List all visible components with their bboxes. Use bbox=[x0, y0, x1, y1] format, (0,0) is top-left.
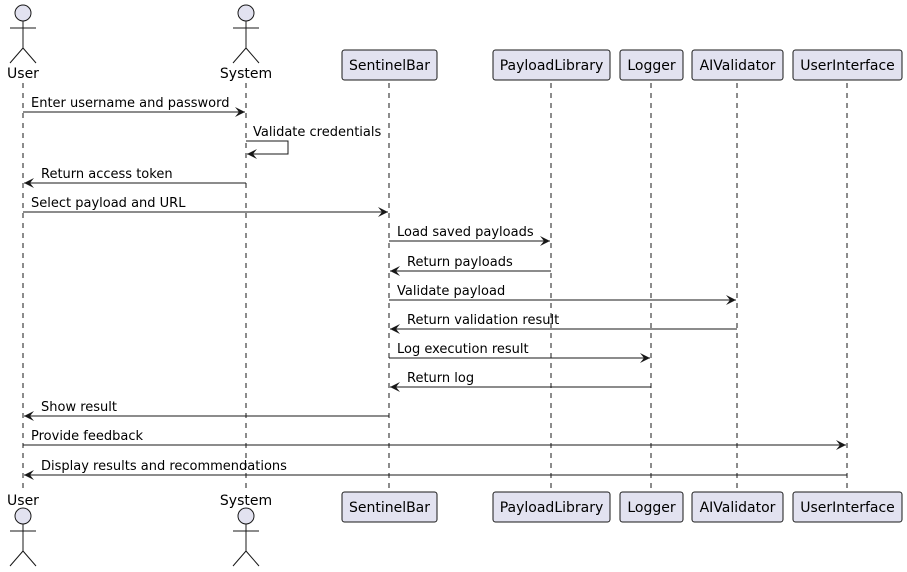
message-5: Load saved payloads bbox=[389, 225, 550, 246]
message-13: Display results and recommendations bbox=[24, 459, 847, 480]
message-1: Enter username and password bbox=[23, 96, 245, 117]
participant-label: SentinelBar bbox=[349, 500, 430, 516]
participant-label: PayloadLibrary bbox=[500, 500, 604, 516]
actor-head-icon bbox=[14, 4, 32, 22]
message-label: Return validation result bbox=[407, 313, 559, 328]
message-label: Select payload and URL bbox=[31, 196, 186, 211]
message-label: Return log bbox=[407, 371, 474, 386]
message-3: Return access token bbox=[24, 167, 246, 188]
participant-logger-top: Logger bbox=[619, 49, 684, 81]
participant-label: AIValidator bbox=[700, 58, 776, 74]
participant-userinterface-top: UserInterface bbox=[792, 49, 903, 81]
message-label: Provide feedback bbox=[31, 429, 144, 444]
message-label: Validate payload bbox=[397, 284, 505, 299]
participant-box bbox=[691, 49, 784, 81]
participant-box bbox=[619, 49, 684, 81]
actor-body-icon bbox=[232, 21, 260, 64]
participant-label: UserInterface bbox=[800, 500, 895, 516]
message-label: Validate credentials bbox=[253, 125, 382, 140]
actor-body-icon bbox=[232, 524, 260, 567]
participant-label: PayloadLibrary bbox=[500, 58, 604, 74]
message-9: Log execution result bbox=[389, 342, 650, 363]
actor-body-icon bbox=[9, 21, 37, 64]
participant-aivalidator-top: AIValidator bbox=[691, 49, 784, 81]
message-label: Return access token bbox=[41, 167, 173, 182]
participant-sentinelbar-top: SentinelBar bbox=[341, 49, 438, 81]
participant-label: Logger bbox=[627, 500, 676, 516]
participant-label: SentinelBar bbox=[349, 58, 430, 74]
actor-label: User bbox=[7, 493, 39, 509]
participant-box bbox=[792, 491, 903, 523]
message-label: Return payloads bbox=[407, 255, 513, 270]
actor-head-icon bbox=[237, 4, 255, 22]
participant-label: Logger bbox=[627, 58, 676, 74]
participant-label: AIValidator bbox=[700, 500, 776, 516]
message-label: Show result bbox=[41, 400, 117, 415]
actor-system-top: System bbox=[220, 4, 272, 82]
participant-box bbox=[792, 49, 903, 81]
actor-body-icon bbox=[9, 524, 37, 567]
self-message-arrow bbox=[246, 140, 289, 159]
message-6: Return payloads bbox=[390, 255, 551, 276]
message-8: Return validation result bbox=[390, 313, 737, 334]
message-label: Display results and recommendations bbox=[41, 459, 287, 474]
actor-user-top: User bbox=[7, 4, 39, 82]
message-7: Validate payload bbox=[389, 284, 736, 305]
actor-system-bottom: System bbox=[220, 493, 272, 567]
participant-box bbox=[341, 49, 438, 81]
message-4: Select payload and URL bbox=[23, 196, 388, 217]
actor-head-icon bbox=[237, 507, 255, 525]
message-label: Enter username and password bbox=[31, 96, 229, 111]
participant-sentinelbar-bottom: SentinelBar bbox=[341, 491, 438, 523]
actor-label: System bbox=[220, 66, 272, 82]
message-11: Show result bbox=[24, 400, 389, 421]
participant-label: UserInterface bbox=[800, 58, 895, 74]
participant-box bbox=[691, 491, 784, 523]
participant-payloadlibrary-top: PayloadLibrary bbox=[492, 49, 611, 81]
message-label: Log execution result bbox=[397, 342, 529, 357]
actor-label: System bbox=[220, 493, 272, 509]
actor-head-icon bbox=[14, 507, 32, 525]
message-10: Return log bbox=[390, 371, 651, 392]
actor-user-bottom: User bbox=[7, 493, 39, 567]
message-12: Provide feedback bbox=[23, 429, 846, 450]
participant-box bbox=[619, 491, 684, 523]
participant-box bbox=[492, 49, 611, 81]
message-2: Validate credentials bbox=[246, 125, 382, 159]
message-label: Load saved payloads bbox=[397, 225, 534, 240]
participant-logger-bottom: Logger bbox=[619, 491, 684, 523]
actor-label: User bbox=[7, 66, 39, 82]
participant-box bbox=[492, 491, 611, 523]
participant-aivalidator-bottom: AIValidator bbox=[691, 491, 784, 523]
participant-payloadlibrary-bottom: PayloadLibrary bbox=[492, 491, 611, 523]
participant-box bbox=[341, 491, 438, 523]
participant-userinterface-bottom: UserInterface bbox=[792, 491, 903, 523]
